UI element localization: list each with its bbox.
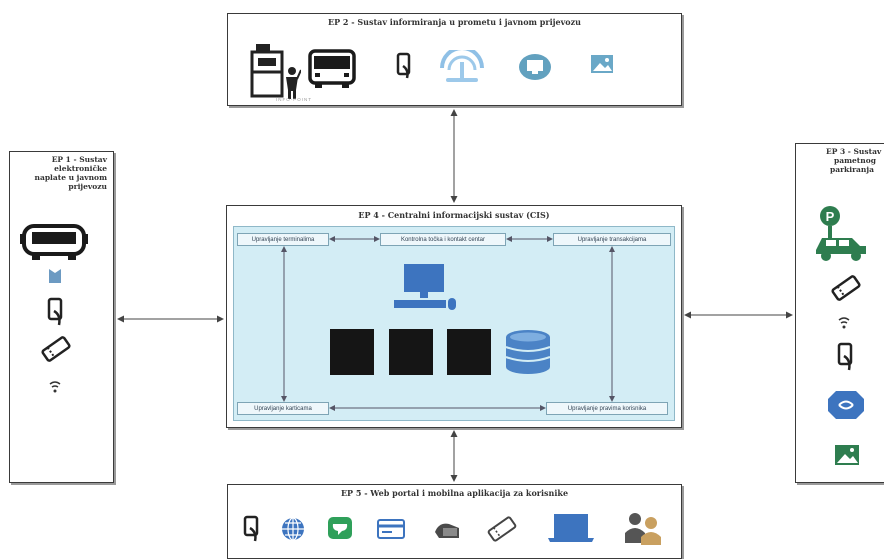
module-user-rights: Upravljanje pravima korisnika <box>546 402 668 415</box>
ep2-title: EP 2 - Sustav informiranja u prometu i j… <box>328 17 581 27</box>
ep1-box: EP 1 - Sustav elektroničke naplate u jav… <box>9 151 114 483</box>
module-cards: Upravljanje karticama <box>237 402 329 415</box>
smartphone-icon <box>47 297 63 326</box>
module-control-point: Kontrolna točka i kontakt centar <box>380 233 506 246</box>
card-icon <box>377 519 405 539</box>
image-icon <box>835 445 859 465</box>
parking-car-icon: P <box>816 206 866 261</box>
ep5-box: EP 5 - Web portal i mobilna aplikacija z… <box>227 484 682 559</box>
wifi-icon <box>440 50 484 82</box>
laptop-icon <box>548 514 594 542</box>
ep3-title: EP 3 - Sustav pametnog parkiranja <box>826 147 882 174</box>
person-icon <box>286 67 301 99</box>
kiosk-caption: INFO-POINT <box>276 97 312 102</box>
nfc-icon <box>838 317 850 329</box>
smartphone-icon <box>837 342 853 371</box>
smartphone-icon <box>243 515 259 542</box>
workstation-icon <box>394 264 456 310</box>
module-transactions: Upravljanje transakcijama <box>553 233 671 246</box>
kiosk-icon <box>250 44 284 98</box>
globe-icon <box>282 517 304 541</box>
database-icon <box>505 330 551 374</box>
sensor-icon <box>828 391 864 419</box>
monitor-icon <box>519 54 551 80</box>
module-terminals: Upravljanje terminalima <box>237 233 329 246</box>
bus-front-icon <box>20 224 88 260</box>
server-icon <box>389 329 433 375</box>
ep4-box: EP 4 - Centralni informacijski sustav (C… <box>226 205 682 428</box>
users-icon <box>625 513 661 545</box>
ticket-icon <box>831 275 861 301</box>
ep5-title: EP 5 - Web portal i mobilna aplikacija z… <box>340 488 569 498</box>
bus-icon <box>308 49 356 88</box>
image-icon <box>591 55 613 73</box>
validator-icon <box>49 269 61 283</box>
ep4-title: EP 4 - Centralni informacijski sustav (C… <box>358 210 550 220</box>
ep1-title: EP 1 - Sustav elektroničke naplate u jav… <box>34 155 108 191</box>
hand-icon <box>435 523 459 538</box>
ticket-icon <box>41 336 71 362</box>
ep3-box: EP 3 - Sustav pametnog parkiranja P <box>795 143 884 483</box>
smartphone-icon <box>396 52 411 79</box>
nfc-icon <box>49 381 61 393</box>
ticket-icon <box>487 516 517 542</box>
ep2-box: EP 2 - Sustav informiranja u prometu i j… <box>227 13 682 106</box>
cis-panel: Upravljanje terminalima Kontrolna točka … <box>233 226 675 421</box>
svg-text:P: P <box>826 209 835 224</box>
cis-links <box>281 236 615 411</box>
server-icon <box>330 329 374 375</box>
server-icon <box>447 329 491 375</box>
chat-icon <box>328 517 352 539</box>
